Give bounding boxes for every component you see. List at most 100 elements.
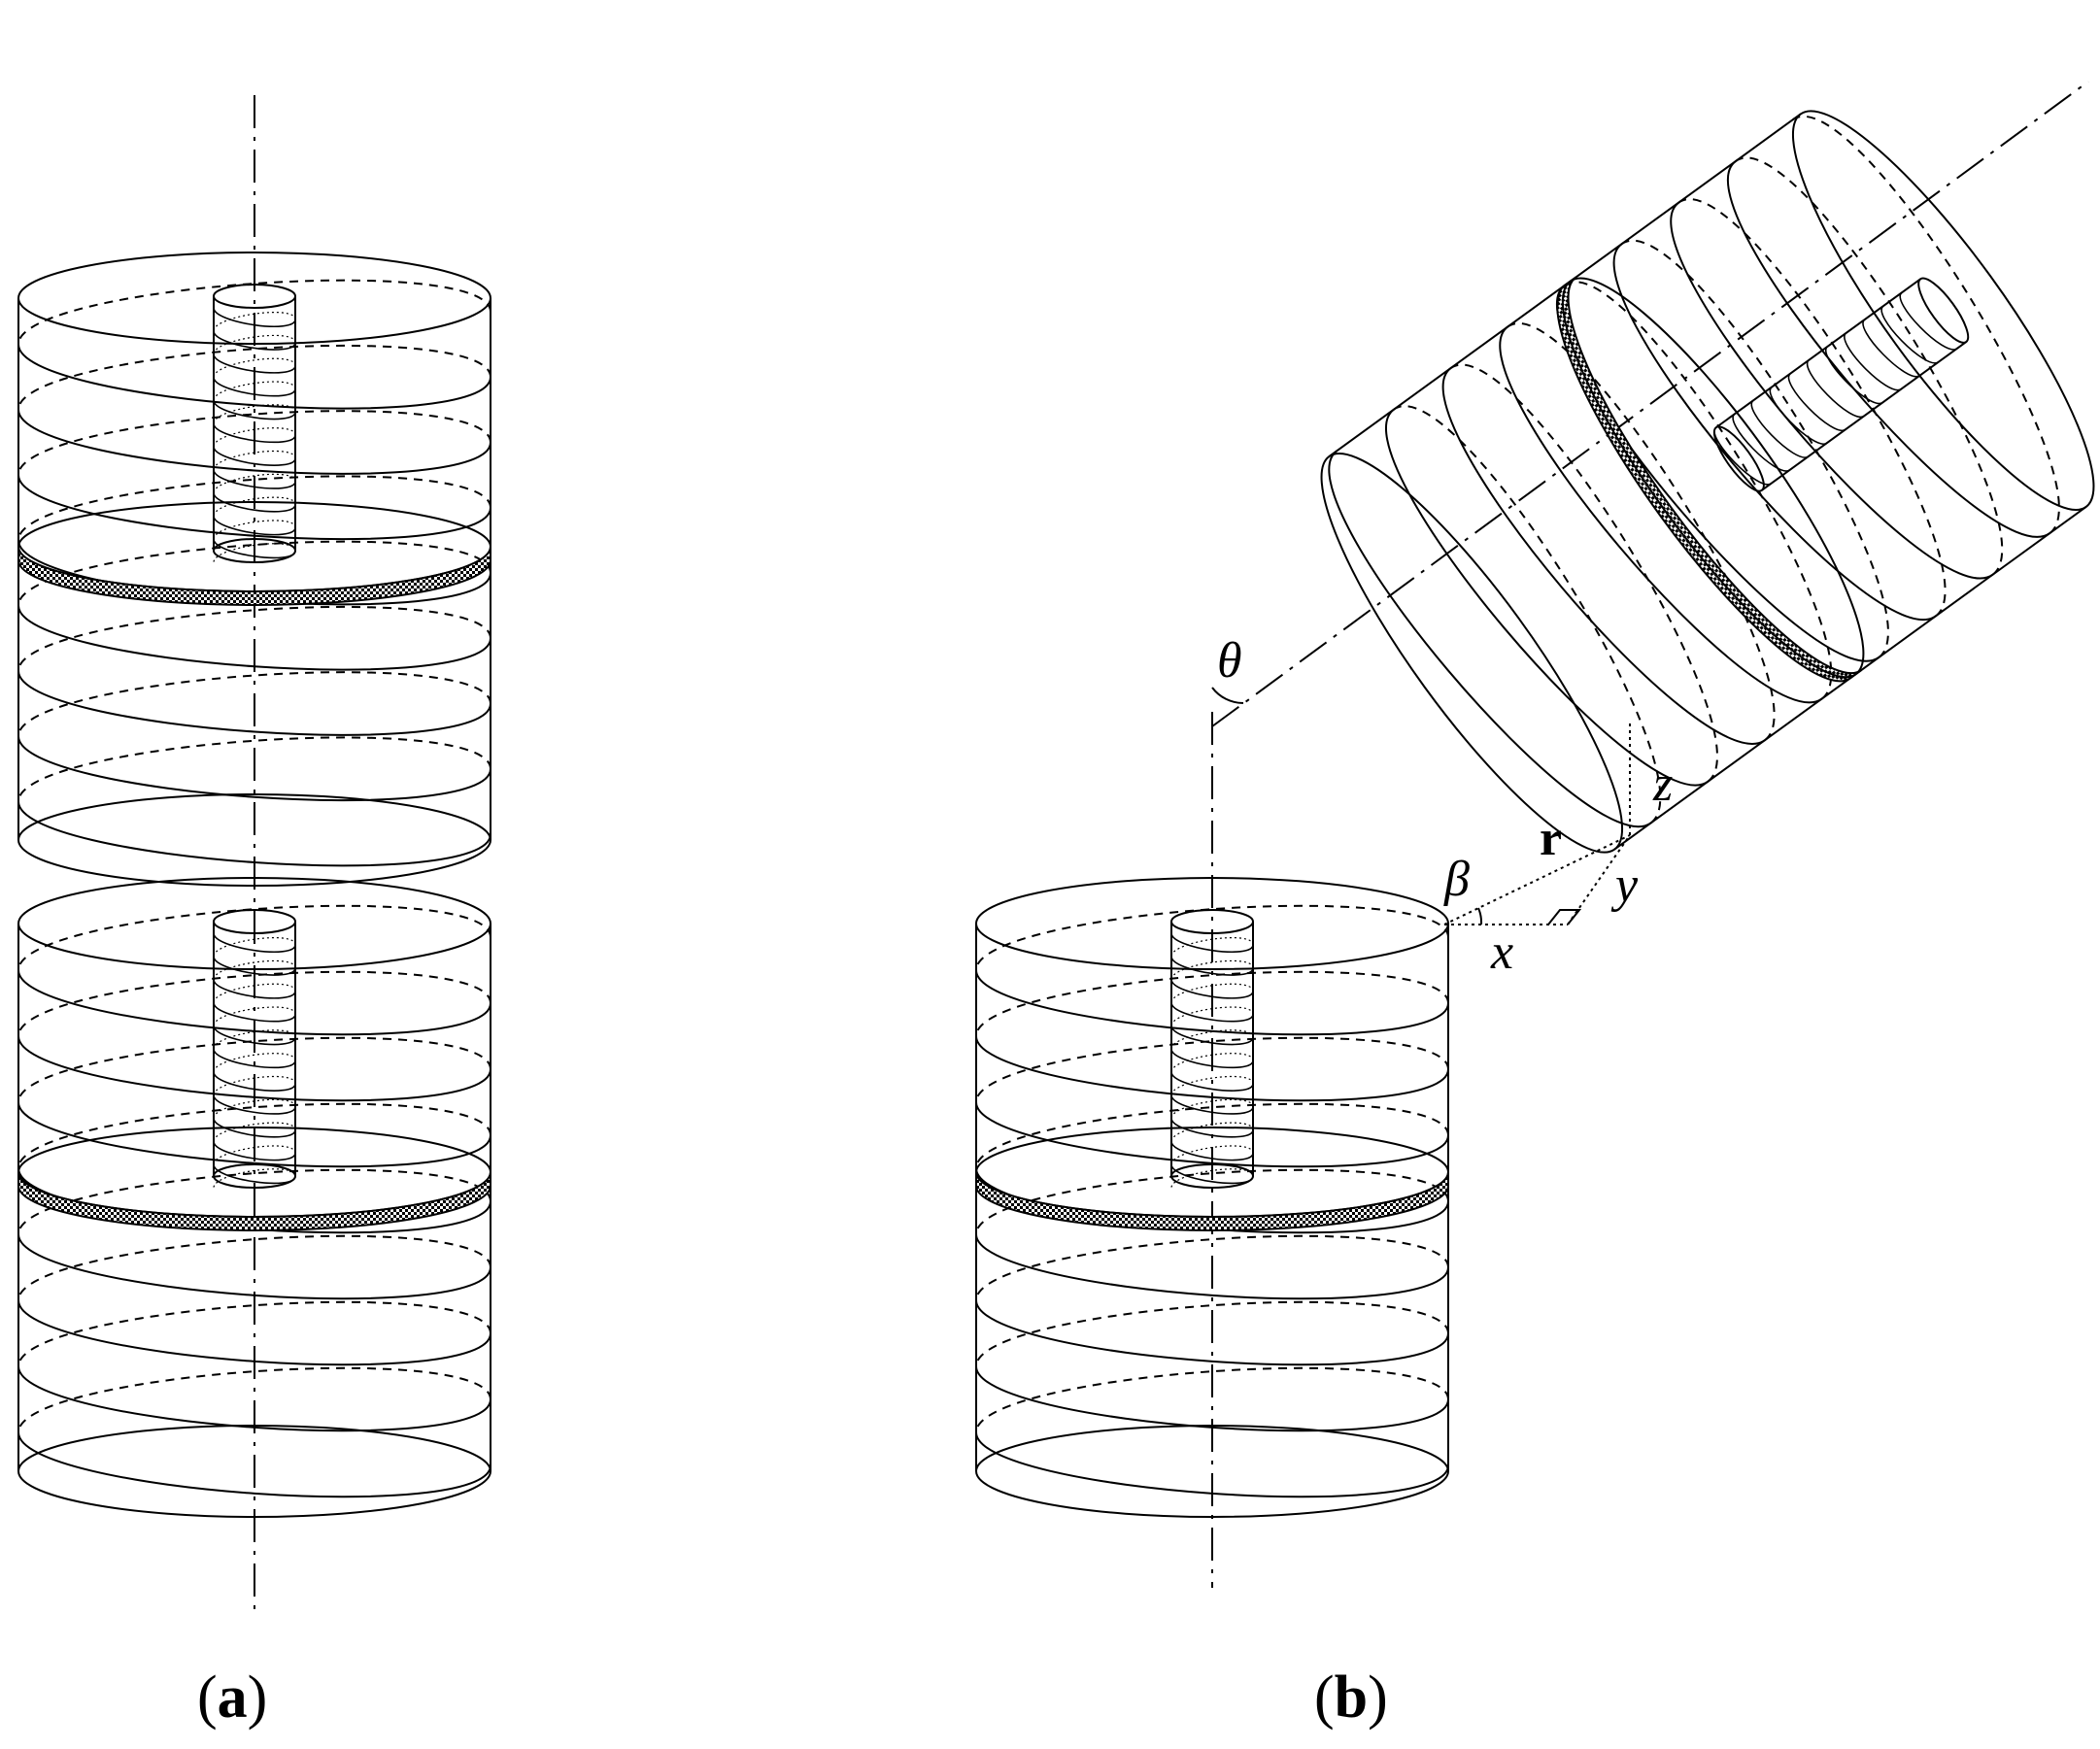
helix-front: [17, 1365, 491, 1432]
tilted-helix-front: [1499, 325, 1823, 703]
inner-winding-back: [1170, 1168, 1254, 1189]
inner-winding: [1170, 1048, 1254, 1069]
inner-winding: [213, 1071, 296, 1092]
tilted-separator-band: [1556, 276, 1862, 683]
helix-back: [17, 671, 491, 737]
tilted-helix-front: [1328, 450, 1652, 827]
inner-winding: [1170, 1071, 1254, 1092]
inner-winding: [213, 538, 296, 559]
tilted-helix-front: [1727, 160, 2050, 538]
helix-back: [17, 1300, 491, 1367]
inner-winding: [1170, 1118, 1254, 1138]
helix-front: [17, 801, 491, 867]
inner-winding-back: [213, 983, 296, 1003]
helix-back: [17, 1366, 491, 1433]
helix-front: [975, 1365, 1449, 1432]
right-angle-mark: [1547, 909, 1582, 925]
inner-winding-back: [213, 1006, 296, 1026]
beta-label: β: [1443, 852, 1470, 907]
helix-front: [975, 1233, 1449, 1300]
inner-winding: [213, 399, 296, 420]
helix-front: [17, 670, 491, 736]
helix-front: [17, 1233, 491, 1300]
inner-winding: [213, 1118, 296, 1138]
helix-back: [17, 475, 491, 541]
tilted-inner-winding: [1769, 386, 1828, 445]
inner-winding-back: [213, 1098, 296, 1119]
helix-front: [975, 1431, 1449, 1498]
helix-back: [975, 970, 1449, 1037]
inner-winding-back: [213, 404, 296, 424]
helix-back: [975, 1366, 1449, 1433]
helix-front: [17, 1101, 491, 1168]
inner-winding-back: [1170, 1006, 1254, 1026]
inner-winding-back: [213, 520, 296, 540]
tilted-helix-front: [1385, 408, 1709, 787]
helix-front: [975, 1035, 1449, 1102]
helix-back: [975, 1102, 1449, 1169]
inner-winding: [213, 353, 296, 374]
inner-winding-back: [213, 427, 296, 448]
inner-winding-back: [1170, 937, 1254, 958]
inner-winding: [213, 492, 296, 513]
coil-b-tilted: [1320, 110, 2095, 854]
inner-winding-back: [1170, 1075, 1254, 1095]
axis-b-tilted: [1211, 81, 2089, 727]
inner-winding-back: [213, 473, 296, 493]
tilted-inner-winding: [1732, 413, 1791, 472]
tilted-far-ellipse: [1791, 110, 2095, 511]
coil-a-top: [17, 252, 491, 887]
inner-winding-back: [213, 543, 296, 563]
helix-front: [975, 1101, 1449, 1168]
tilted-inner-winding: [1713, 426, 1772, 486]
inner-winding-back: [213, 937, 296, 958]
tilted-inner-winding: [1750, 399, 1810, 458]
coordinate-sketch: [1443, 723, 1631, 925]
inner-winding: [213, 377, 296, 397]
inner-winding-back: [1170, 1053, 1254, 1073]
tilted-helix-front: [1441, 367, 1766, 745]
inner-winding-back: [213, 1053, 296, 1073]
inner-winding-back: [213, 496, 296, 517]
helix-back: [975, 1168, 1449, 1235]
helix-front: [17, 605, 491, 671]
inner-winding-back: [1170, 1145, 1254, 1165]
r-label: r: [1540, 811, 1562, 866]
panel-label-a: (a): [197, 1665, 267, 1731]
inner-winding-back: [213, 1029, 296, 1050]
inner-winding: [213, 469, 296, 489]
inner-winding: [213, 1048, 296, 1069]
helix-back: [17, 344, 491, 410]
helix-back: [17, 904, 491, 971]
inner-winding-back: [213, 1075, 296, 1095]
inner-winding-back: [213, 1145, 296, 1165]
inner-winding-back: [213, 357, 296, 378]
z-label: z: [1652, 757, 1673, 812]
panel-label-b: (b): [1314, 1665, 1388, 1731]
inner-winding: [213, 932, 296, 953]
inner-winding-back: [213, 959, 296, 980]
inner-winding-back: [213, 1122, 296, 1142]
inner-winding: [213, 979, 296, 999]
helix-front: [17, 736, 491, 802]
inner-winding-back: [213, 381, 296, 401]
coil-a-bottom: [17, 877, 491, 1518]
beta-arc: [1477, 907, 1483, 925]
tilted-inner-far: [1917, 277, 1970, 344]
helix-back: [17, 1036, 491, 1103]
helix-back: [17, 279, 491, 345]
helix-front: [975, 969, 1449, 1036]
inner-winding-back: [1170, 1098, 1254, 1119]
inner-winding: [213, 422, 296, 444]
helix-back: [17, 410, 491, 476]
inner-winding: [213, 1002, 296, 1023]
tilted-inner-winding: [1787, 372, 1846, 432]
inner-winding: [213, 1025, 296, 1046]
tilted-inner-winding: [1806, 359, 1865, 419]
theta-arc: [1211, 687, 1244, 704]
inner-winding-back: [213, 1168, 296, 1189]
inner-winding-back: [213, 450, 296, 470]
tilted-separator-disk: [1561, 277, 1865, 679]
x-label: x: [1490, 925, 1513, 980]
